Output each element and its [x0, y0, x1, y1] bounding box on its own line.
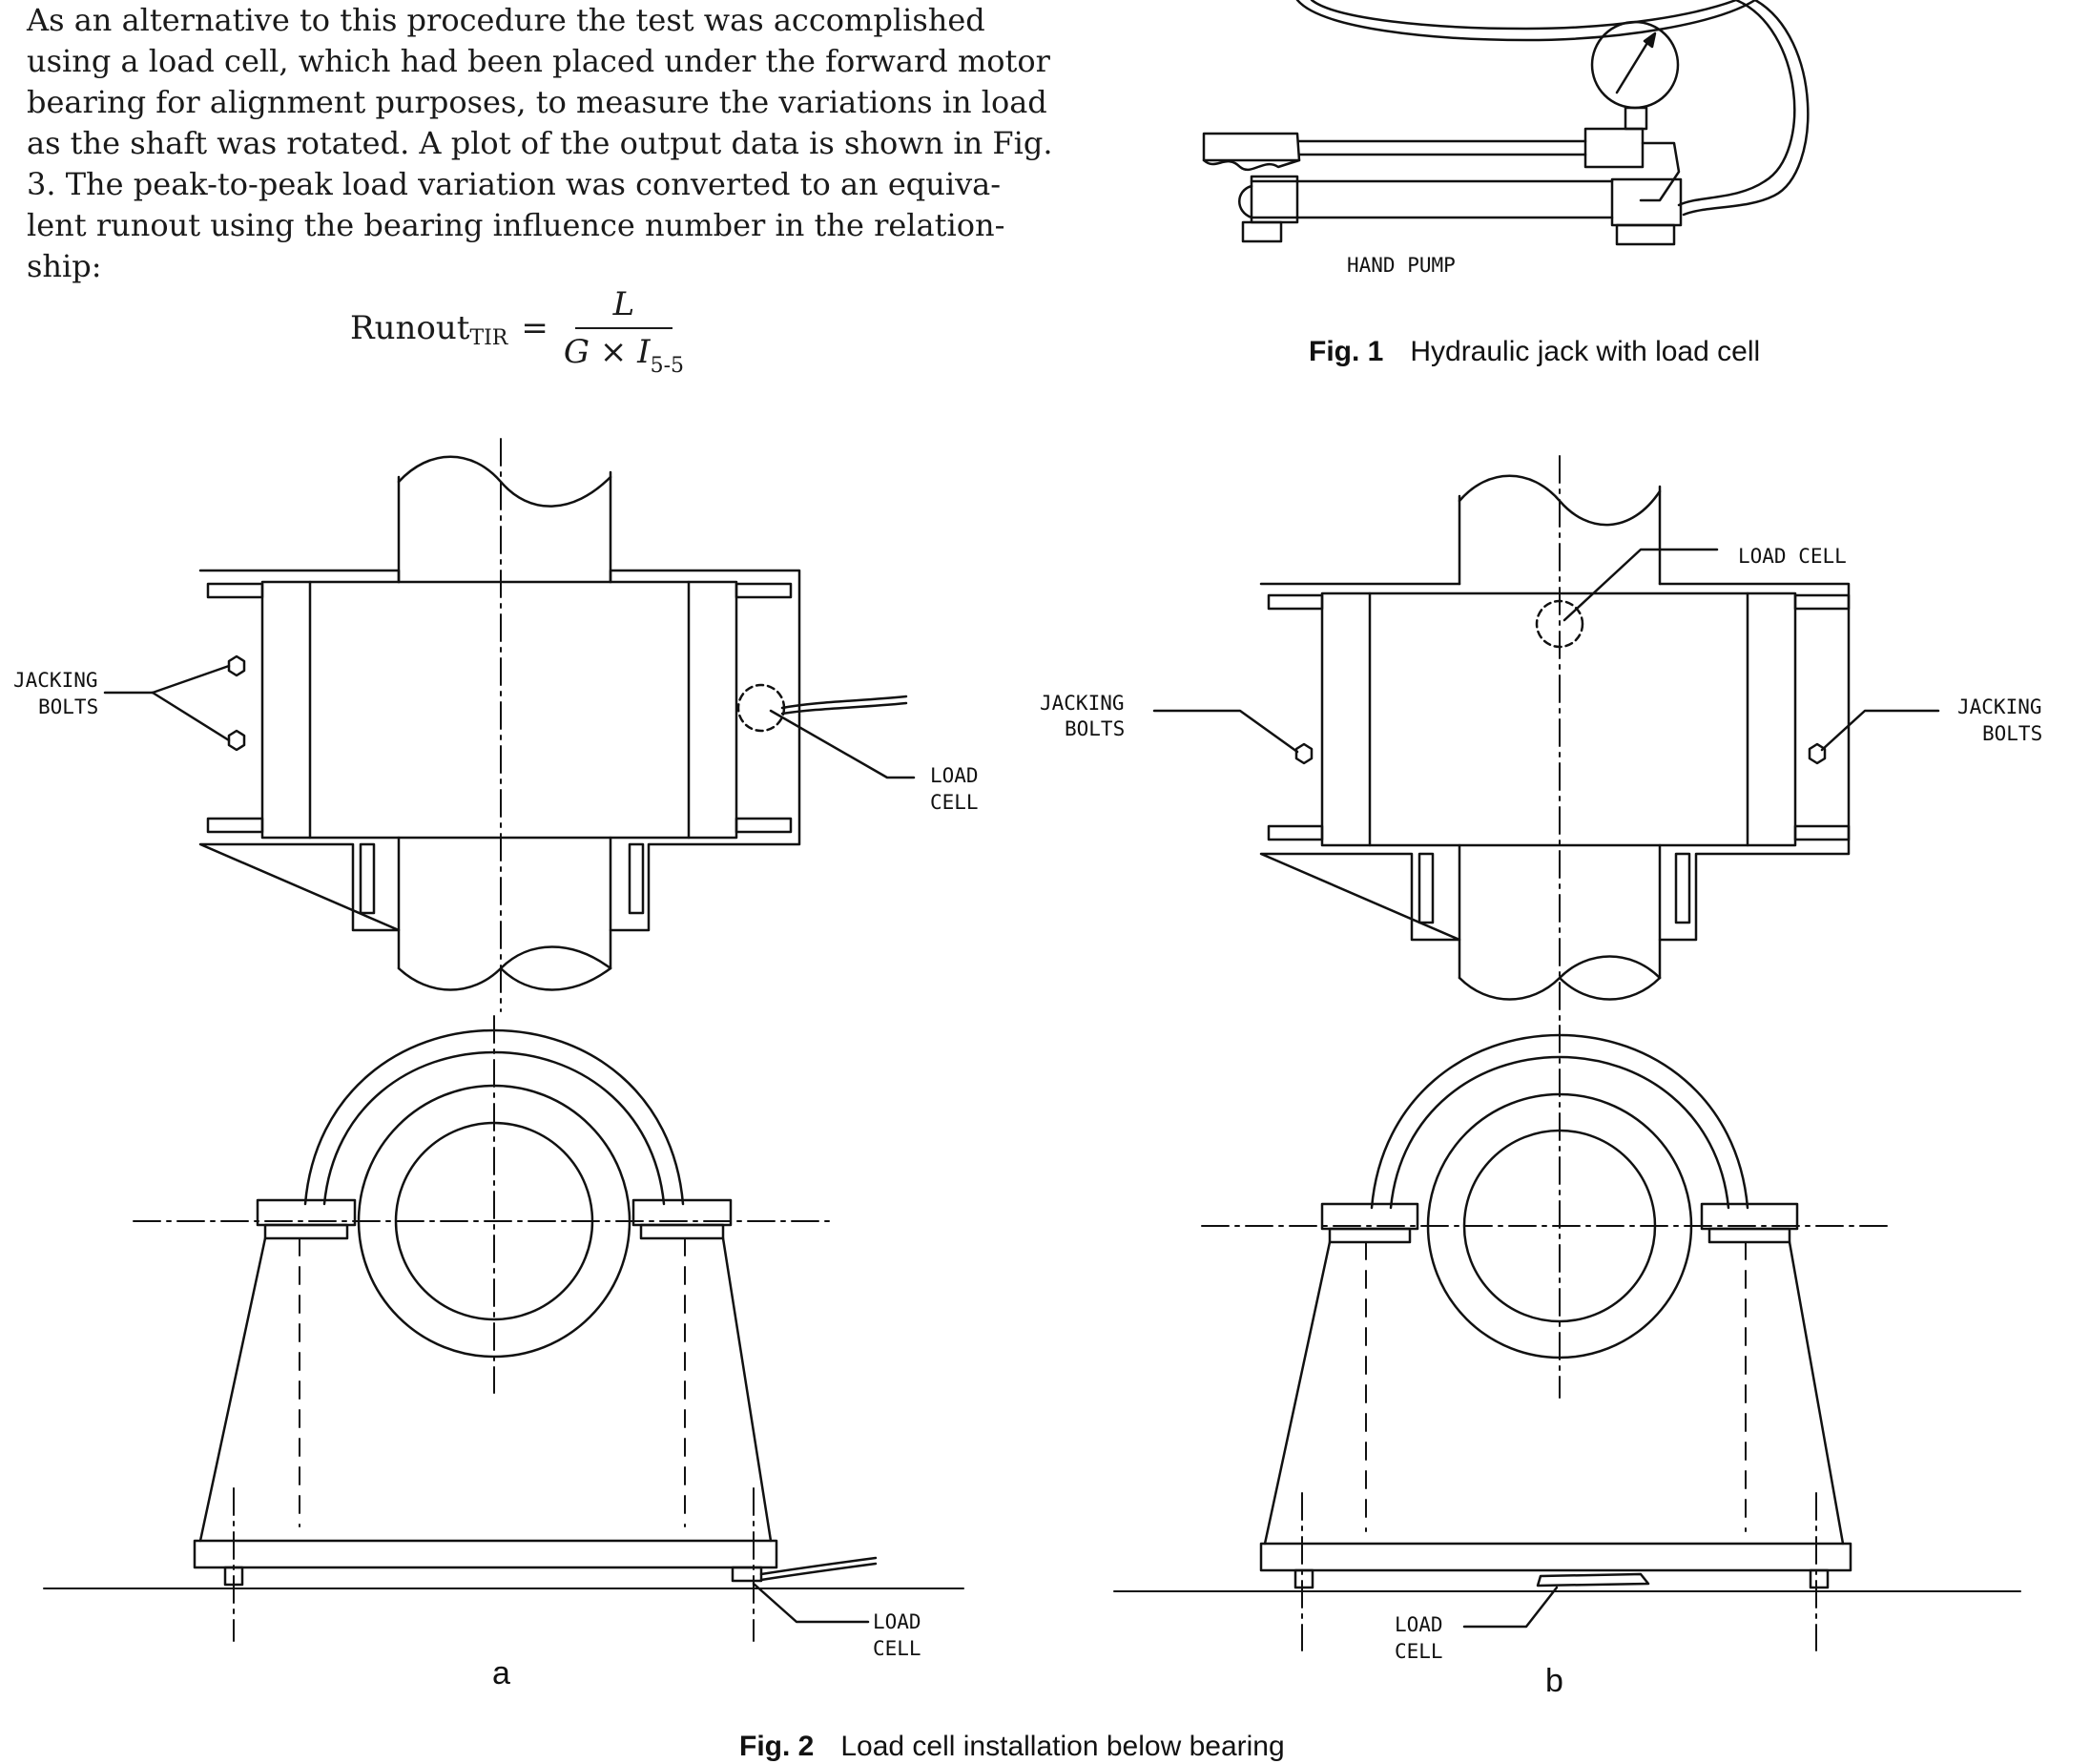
fig2b-jacking-left-label: JACKING: [1040, 692, 1125, 715]
fig2-caption-number: Fig. 2: [739, 1731, 815, 1762]
fig2a-load-cell-bottom-label: LOAD: [873, 1610, 921, 1633]
fig2b-load-cell-label: LOAD CELL: [1738, 545, 1847, 568]
equation-numerator: L: [574, 285, 673, 329]
equation-den-g: G: [563, 333, 590, 371]
equation-fraction: L G × I5-5: [563, 285, 684, 378]
paragraph-line: as the shaft was rotated. A plot of the …: [27, 125, 1053, 161]
fig2b-load-cell-bottom-label-2: CELL: [1395, 1640, 1443, 1663]
fig2b-jacking-right-label: JACKING: [1957, 695, 2042, 718]
body-paragraph: As an alternative to this procedure the …: [27, 0, 1053, 287]
fig2a-end-view: [43, 1015, 964, 1642]
paragraph-line: lent runout using the bearing influence …: [27, 207, 1005, 243]
equation-den-subscript: 5-5: [650, 354, 685, 378]
paragraph-line: bearing for alignment purposes, to measu…: [27, 84, 1047, 120]
fig2b-jacking-left-label-2: BOLTS: [1065, 717, 1125, 740]
fig2a-load-cell-label-2: CELL: [930, 791, 979, 814]
fig1-caption-number: Fig. 1: [1309, 336, 1384, 367]
equation-lhs-subscript: TIR: [469, 325, 508, 350]
equation-lhs: Runout: [350, 309, 470, 347]
fig2-caption-text: Load cell installation below bearing: [840, 1731, 1285, 1762]
fig2b-jacking-right-label-2: BOLTS: [1982, 722, 2042, 745]
fig2a-jacking-bolts-label: JACKING: [13, 669, 98, 692]
hand-pump-label: HAND PUMP: [1347, 254, 1456, 277]
fig2b-load-cell-bottom-label: LOAD: [1395, 1613, 1443, 1636]
fig2b-top-view: [1152, 455, 1940, 1022]
fig2a-sub-label: a: [492, 1655, 510, 1691]
fig1-hand-pump-drawing: [1202, 0, 1810, 246]
fig2b-end-view: [1113, 1025, 2021, 1651]
equation-denominator: G × I5-5: [563, 329, 684, 378]
fig2a-top-view: [103, 438, 916, 1012]
fig2a-jacking-bolts-label-2: BOLTS: [38, 695, 98, 718]
fig1-caption: Fig. 1 Hydraulic jack with load cell: [1309, 336, 1760, 368]
equation-equals: =: [521, 309, 548, 347]
fig2a-load-cell-label: LOAD: [930, 764, 979, 787]
equation-den-i: I: [637, 333, 651, 371]
equation-times: ×: [599, 333, 628, 371]
fig1-caption-text: Hydraulic jack with load cell: [1410, 336, 1761, 367]
paragraph-line: ship:: [27, 248, 102, 284]
fig2-caption: Fig. 2 Load cell installation below beari…: [739, 1731, 1285, 1763]
fig2a-load-cell-bottom-label-2: CELL: [873, 1637, 921, 1660]
paragraph-line: 3. The peak-to-peak load variation was c…: [27, 166, 1002, 202]
fig2b-sub-label: b: [1545, 1663, 1563, 1699]
paragraph-line: As an alternative to this procedure the …: [27, 2, 985, 38]
paragraph-line: using a load cell, which had been placed…: [27, 43, 1050, 79]
